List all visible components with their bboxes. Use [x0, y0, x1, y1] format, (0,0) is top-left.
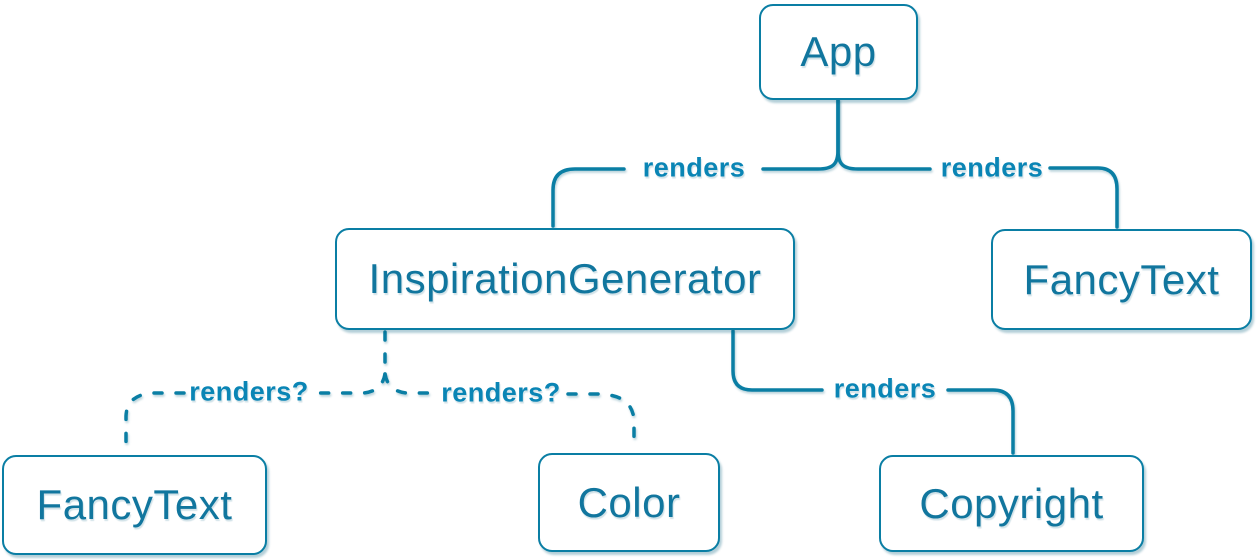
edge-app-inspirationgenerator — [761, 98, 840, 171]
node-app: App — [759, 4, 918, 100]
edge-label-app-renders-inspirationgenerator: renders — [642, 152, 746, 183]
edge-label-app-renders-fancytext: renders — [940, 152, 1044, 183]
node-copyright-label: Copyright — [919, 479, 1104, 527]
node-app-label: App — [800, 28, 877, 75]
edge-app-inspirationgenerator-tail — [551, 167, 626, 228]
edge-inspirationgenerator-fancytext-tail — [124, 391, 186, 454]
edge-inspirationgenerator-fancytext — [315, 372, 387, 395]
edge-inspirationgenerator-copyright-tail — [946, 388, 1015, 455]
edge-inspirationgenerator-color — [383, 372, 436, 395]
edge-label-inspirationgenerator-renders-color: renders? — [441, 377, 561, 408]
edge-app-fancytext-tail — [1048, 166, 1119, 229]
edge-label-inspirationgenerator-renders-copyright: renders — [833, 373, 937, 404]
edge-app-fancytext — [836, 98, 932, 171]
node-fancy-text-top-label: FancyText — [1023, 255, 1220, 303]
node-inspiration-generator: InspirationGenerator — [335, 228, 795, 330]
node-fancy-text-bottom-label: FancyText — [36, 481, 233, 528]
node-fancy-text-top: FancyText — [991, 229, 1252, 330]
node-copyright: Copyright — [879, 455, 1144, 552]
edge-inspirationgenerator-color-tail — [566, 392, 636, 452]
edge-label-inspirationgenerator-renders-fancytext: renders? — [189, 376, 309, 407]
node-fancy-text-bottom: FancyText — [2, 455, 267, 555]
node-color: Color — [538, 453, 720, 552]
node-inspiration-generator-label: InspirationGenerator — [368, 255, 762, 302]
edge-inspirationgenerator-copyright — [731, 329, 824, 392]
node-color-label: Color — [577, 478, 681, 526]
